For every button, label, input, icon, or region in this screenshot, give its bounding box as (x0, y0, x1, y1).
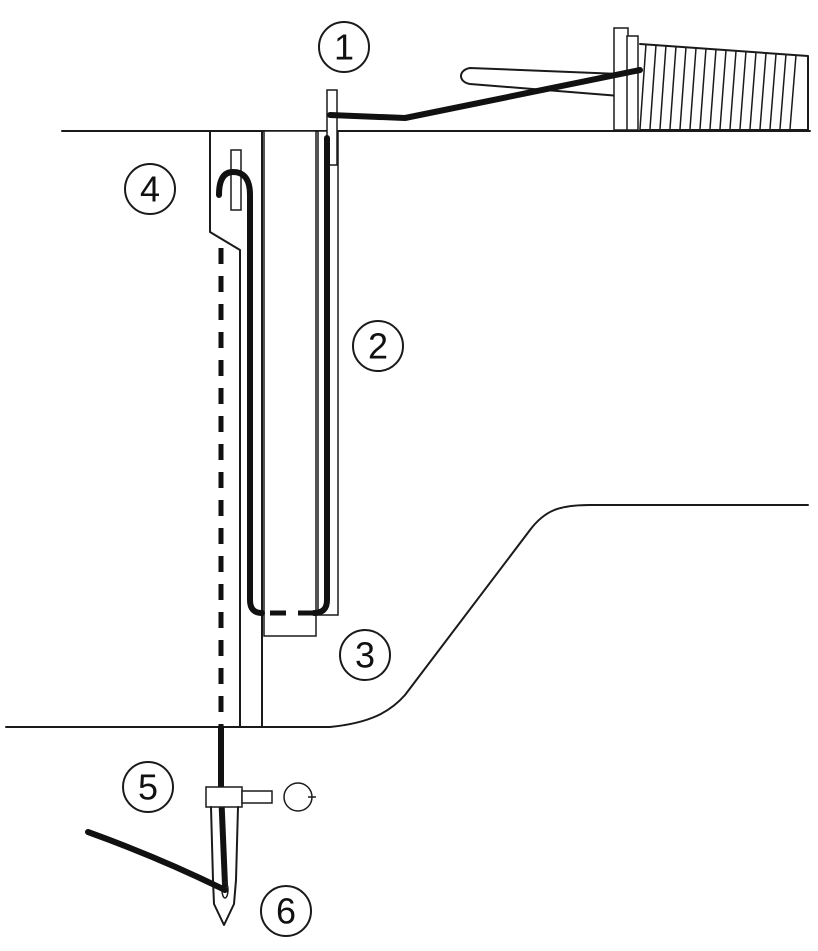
step-marker-3: 3 (339, 629, 391, 681)
step-marker-4: 4 (124, 163, 176, 215)
thread-from-spool (327, 67, 643, 121)
take-up-lever (230, 149, 242, 211)
needle-clamp (205, 782, 316, 812)
machine-front-curve (5, 504, 809, 728)
take-up-channel (263, 130, 317, 637)
needle-bar-column (209, 130, 241, 728)
step-marker-2: 2 (352, 320, 404, 372)
step-number: 2 (368, 326, 388, 367)
step-number: 5 (138, 767, 158, 808)
step-number: 6 (276, 891, 296, 932)
needle (210, 806, 239, 926)
thread-spool (613, 27, 809, 131)
step-marker-1: 1 (318, 21, 370, 73)
step-marker-5: 5 (122, 761, 174, 813)
thread-end (85, 829, 228, 893)
upper-thread-guide (326, 89, 338, 166)
step-marker-6: 6 (260, 885, 312, 937)
thread-down-right-side (311, 135, 330, 616)
spool-pin (460, 67, 621, 97)
step-number: 3 (355, 635, 375, 676)
thread-up-left-side (216, 169, 265, 616)
step-number: 4 (140, 169, 160, 210)
step-number: 1 (334, 27, 354, 68)
